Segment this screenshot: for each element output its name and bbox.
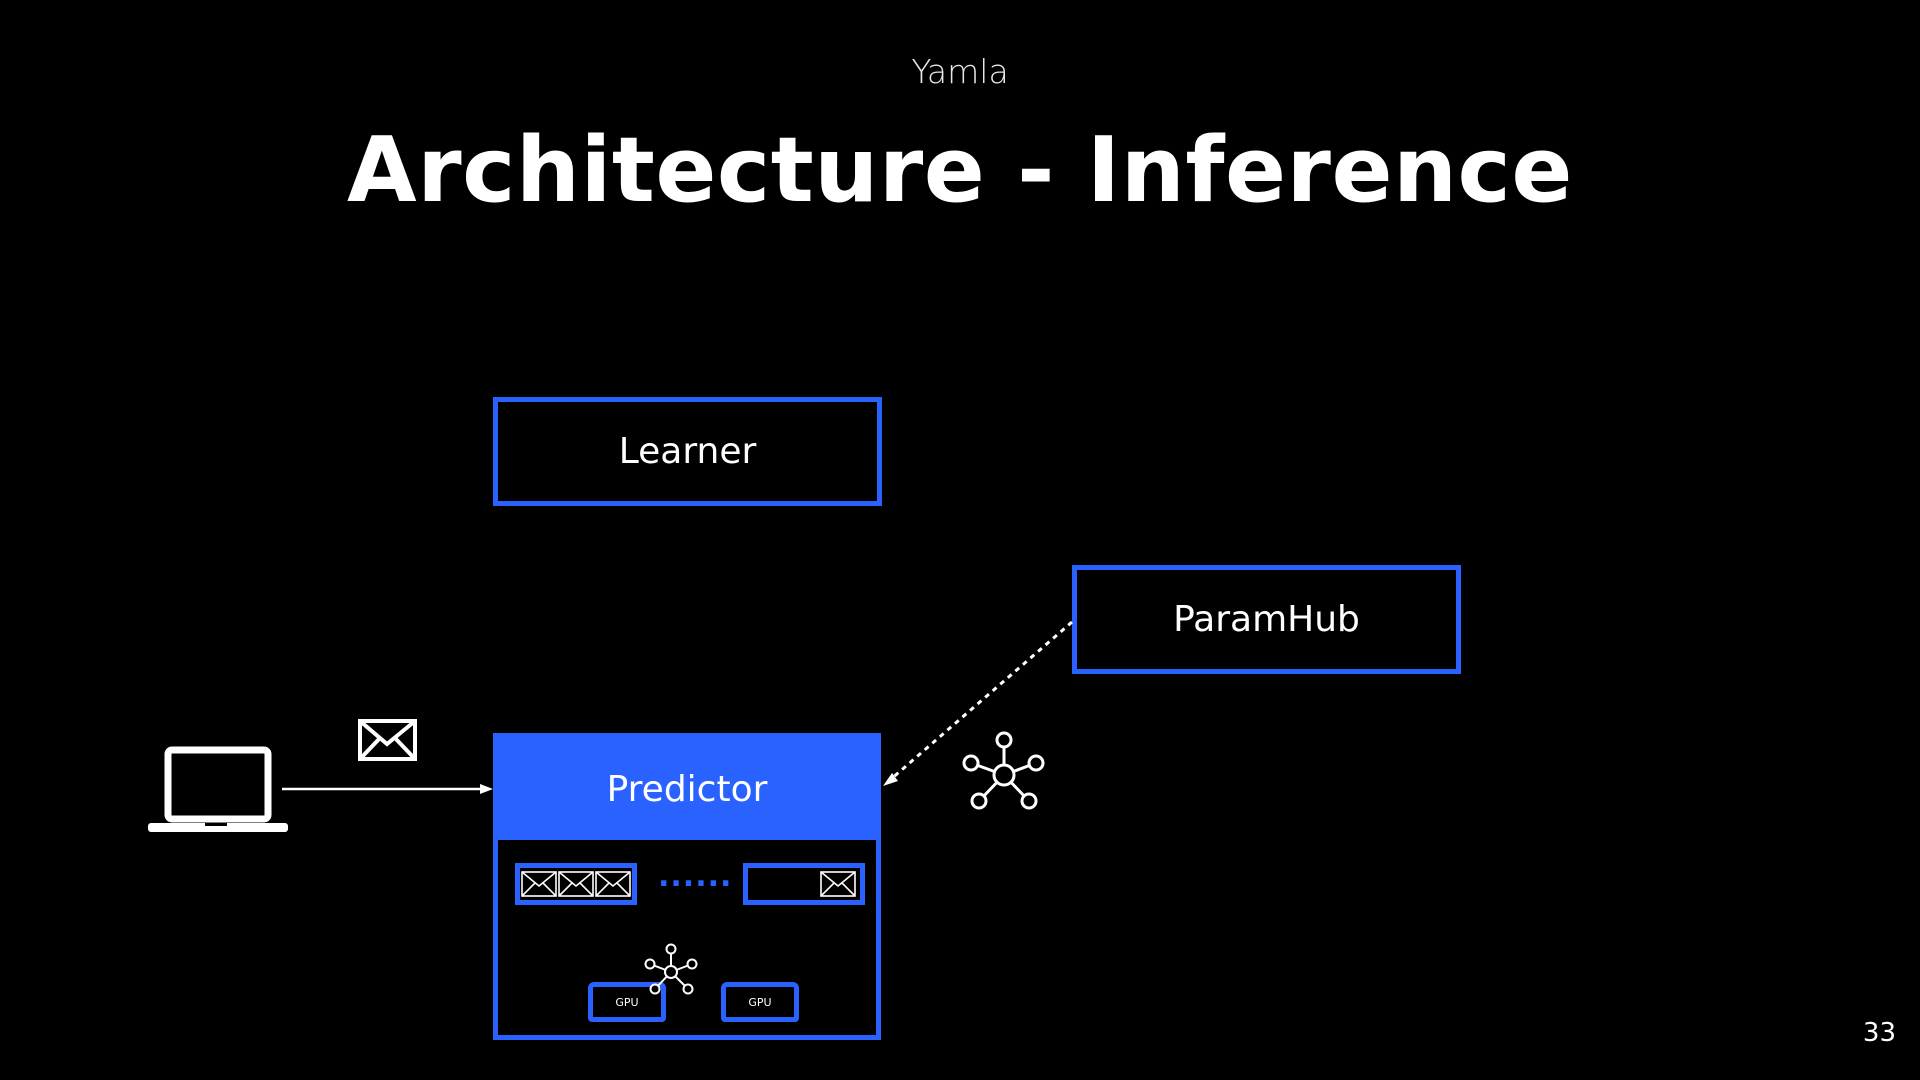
- gpu-right-label: GPU: [748, 995, 772, 1009]
- paramhub-box: ParamHub: [1072, 565, 1461, 674]
- request-queue-left: [515, 863, 637, 905]
- model-sync-arrow: [883, 620, 1073, 786]
- envelope-icon: [358, 719, 417, 761]
- queued-envelope-icon: [820, 871, 856, 897]
- predictor-header: Predictor: [498, 738, 876, 840]
- slide-kicker: Yamla: [911, 52, 1009, 91]
- request-queue-right: [743, 863, 865, 905]
- slide-title: Architecture - Inference: [347, 118, 1573, 223]
- network-graph-icon: [962, 731, 1045, 810]
- paramhub-label: ParamHub: [1173, 599, 1360, 640]
- gpu-left-label: GPU: [615, 995, 639, 1009]
- request-arrow: [282, 784, 493, 794]
- laptop-icon: [148, 746, 288, 832]
- queue-ellipsis: ......: [658, 859, 733, 894]
- queued-envelopes-icon: [521, 871, 631, 897]
- gpu-right: GPU: [721, 982, 799, 1022]
- predictor-box: Predictor ......: [493, 733, 881, 1040]
- gpu-network-graph-icon: [644, 943, 698, 995]
- learner-box: Learner: [493, 397, 882, 506]
- predictor-label: Predictor: [606, 768, 768, 810]
- page-number: 33: [1862, 1018, 1896, 1048]
- learner-label: Learner: [618, 431, 757, 472]
- gpu-left: GPU: [588, 982, 666, 1022]
